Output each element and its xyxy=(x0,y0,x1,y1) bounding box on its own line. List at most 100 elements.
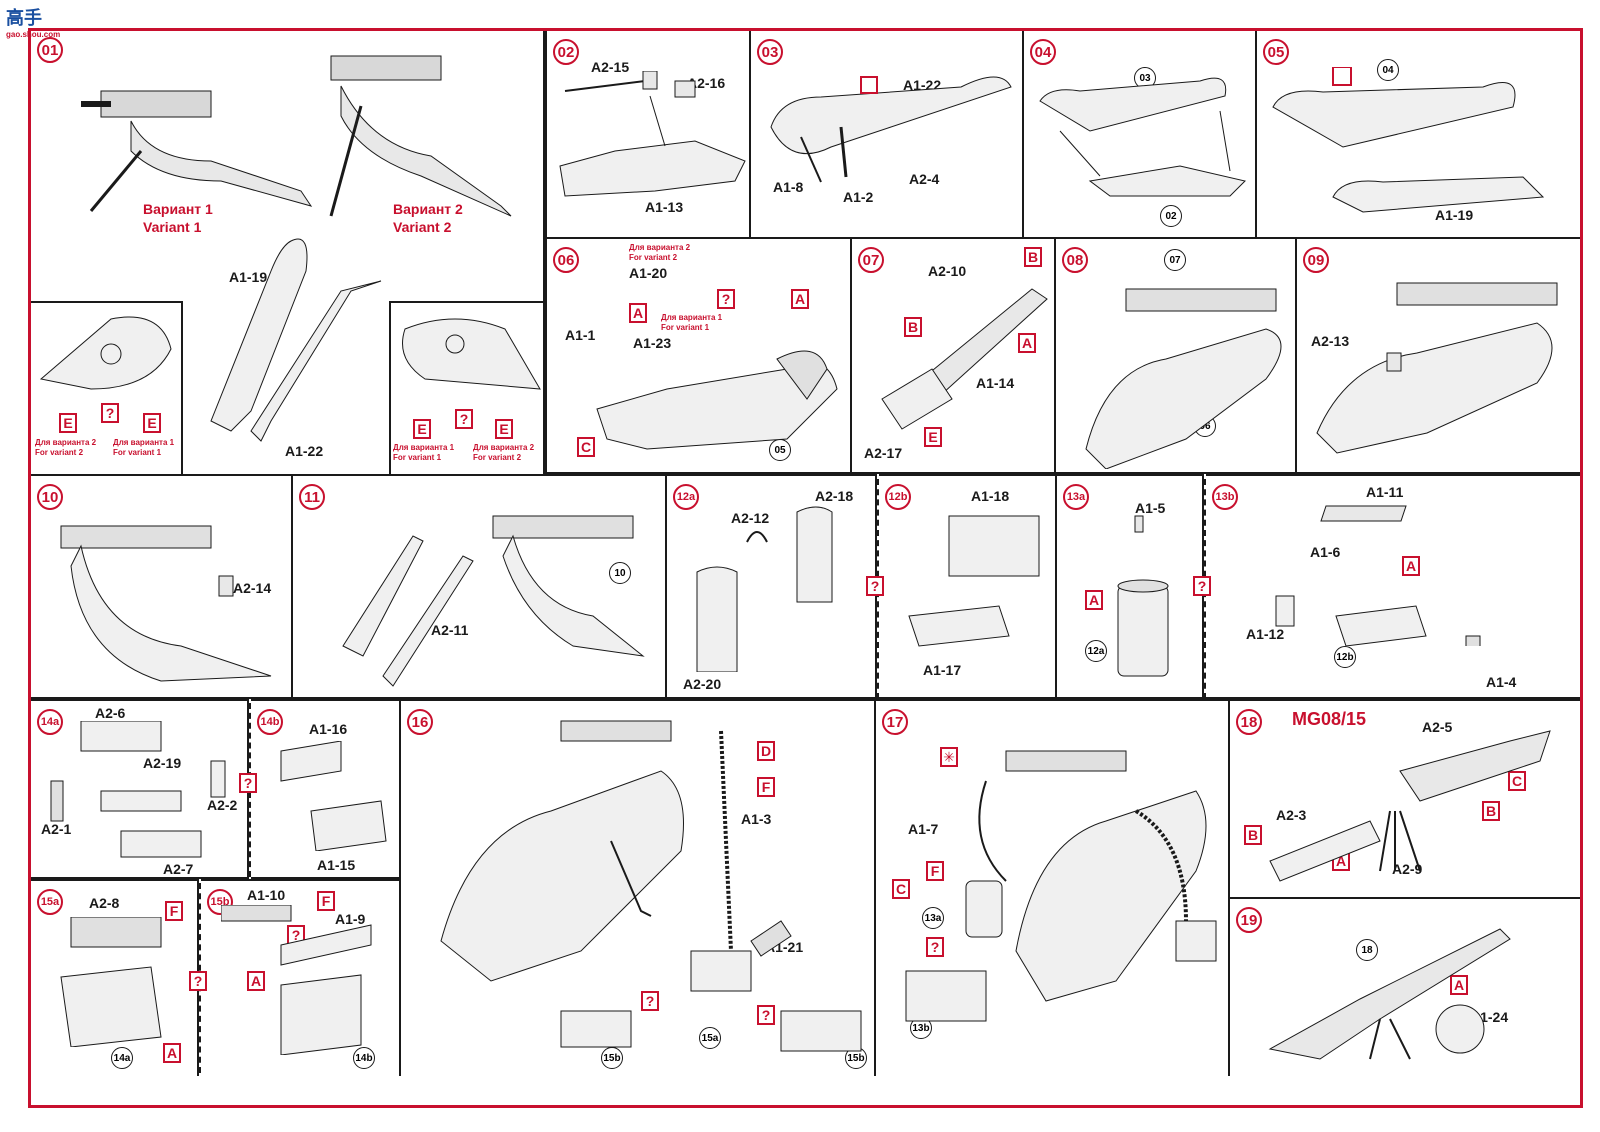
tag-a: A xyxy=(629,303,647,323)
detail-frame-illustration xyxy=(402,318,541,390)
step-number: 14a xyxy=(37,709,63,735)
frame-join-illustration xyxy=(1272,67,1545,213)
part-label: A1-5 xyxy=(1135,500,1166,516)
part-label: A2-10 xyxy=(928,263,967,279)
reference-step: 15a xyxy=(699,1027,721,1049)
step-number: 01 xyxy=(37,37,63,63)
tag-c: C xyxy=(892,879,910,899)
step-number: 05 xyxy=(1263,39,1289,65)
step-14a: 14a A2-6 A2-19 A2-2 A2-1 A2-7 xyxy=(31,699,249,879)
water-can-parts-illustration xyxy=(696,506,833,672)
step-number: 12a xyxy=(673,484,699,510)
part-label: A2-3 xyxy=(1276,807,1307,823)
step-number: 17 xyxy=(882,709,908,735)
step-number: 06 xyxy=(553,247,579,273)
reference-step: 02 xyxy=(1160,205,1182,227)
step-17: 17 ✳ A1-7 F C 13a ? 13b xyxy=(876,699,1230,1076)
reference-step: 14b xyxy=(353,1047,375,1069)
tag-d: D xyxy=(757,741,775,761)
reference-step: 10 xyxy=(609,562,631,584)
part-label: A2-14 xyxy=(233,580,272,596)
barrel-jacket-illustration xyxy=(881,288,1048,430)
part-label: A2-8 xyxy=(89,895,120,911)
tag-f: F xyxy=(926,861,944,881)
step-number: 08 xyxy=(1062,247,1088,273)
reference-step: 12a xyxy=(1085,640,1107,662)
step-number: 12b xyxy=(885,484,911,510)
step-16: 16 D F A1-3 A1-21 ? ? 15b 15a 15b xyxy=(401,699,876,1076)
step-12b: 12b A1-18 A1-17 xyxy=(879,474,1057,699)
mg08-variant2-illustration xyxy=(329,55,512,217)
part-label: A2-16 xyxy=(687,75,726,91)
part-label: A2-18 xyxy=(815,488,854,504)
part-label: A1-17 xyxy=(923,662,962,678)
tag-question: ? xyxy=(455,409,473,429)
reference-step: 14a xyxy=(111,1047,133,1069)
instruction-sheet: 01 Вариант 1 Variant 1 Вариант 2 Variant… xyxy=(28,28,1583,1108)
part-label: A1-6 xyxy=(1310,544,1341,560)
step-10: 10 A2-14 09 xyxy=(31,474,293,699)
tag-drill: E xyxy=(413,419,431,439)
gun-on-sledge-illustration xyxy=(1085,288,1282,469)
part-label: A2-2 xyxy=(207,797,238,813)
part-label: A1-20 xyxy=(629,265,668,281)
tag-question: ? xyxy=(641,991,659,1011)
step-13b: 13b A1-11 A A1-6 A1-12 A1-4 12b xyxy=(1206,474,1580,699)
mg08-assembled-illustration xyxy=(905,750,1217,1022)
tag-f: F xyxy=(317,891,335,911)
step-number: 14b xyxy=(257,709,283,735)
frame-parts-illustration xyxy=(210,238,382,442)
tag-drill: E xyxy=(143,413,161,433)
mg0815-complete-illustration xyxy=(1268,928,1511,1060)
part-label: A1-19 xyxy=(1435,207,1474,223)
part-label: A2-4 xyxy=(909,171,940,187)
part-label: A1-3 xyxy=(741,811,772,827)
step-number: 13a xyxy=(1063,484,1089,510)
part-label: A1-13 xyxy=(645,199,684,215)
tag-question: ? xyxy=(1193,576,1211,596)
tag-asterisk: ✳ xyxy=(940,747,958,767)
tag-b: B xyxy=(904,317,922,337)
part-label: A1-19 xyxy=(229,269,268,285)
step-12a: 12a A2-12 A2-18 A2-20 xyxy=(667,474,877,699)
step-04: 04 03 02 xyxy=(1024,31,1257,239)
step-13a: 13a A1-5 A 12a xyxy=(1057,474,1204,699)
gun-on-sledge-illustration xyxy=(1316,282,1558,454)
part-label: A2-7 xyxy=(163,861,194,877)
mg0815-parts-illustration xyxy=(1269,730,1551,882)
part-label: A1-23 xyxy=(633,335,672,351)
part-label: A1-7 xyxy=(908,821,939,837)
part-label: A1-1 xyxy=(565,327,596,343)
tag-question: ? xyxy=(757,1005,775,1025)
step-11: 11 A2-11 10 xyxy=(293,474,667,699)
step-number: 07 xyxy=(858,247,884,273)
tag-a: A xyxy=(1018,333,1036,353)
receiver-base-illustration xyxy=(596,350,838,450)
tag-f: F xyxy=(165,901,183,921)
part-label: A1-16 xyxy=(309,721,348,737)
box-assembly-illustration xyxy=(1275,505,1481,646)
step-15a: 15a A2-8 F A 14a xyxy=(31,879,199,1076)
step-number: 15a xyxy=(37,889,63,915)
part-label: A1-22 xyxy=(285,443,324,459)
step-19: 19 18 A A1-24 xyxy=(1230,899,1580,1076)
part-label: A1-11 xyxy=(1366,484,1404,500)
step-08: 08 07 06 xyxy=(1056,239,1297,474)
step-number: 03 xyxy=(757,39,783,65)
step-03: 03 A1-22 A1-8 A1-2 A2-4 xyxy=(751,31,1024,239)
step-number: 15b xyxy=(207,889,233,915)
part-label: A2-20 xyxy=(683,676,722,692)
tag-question: ? xyxy=(189,971,207,991)
step-number: 18 xyxy=(1236,709,1262,735)
part-label: A1-10 xyxy=(247,887,286,903)
part-label: A2-15 xyxy=(591,59,630,75)
tag-a: A xyxy=(247,971,265,991)
tag-c: C xyxy=(1508,771,1526,791)
step-07: 07 B A2-10 B A A1-14 E A2-17 xyxy=(852,239,1056,474)
